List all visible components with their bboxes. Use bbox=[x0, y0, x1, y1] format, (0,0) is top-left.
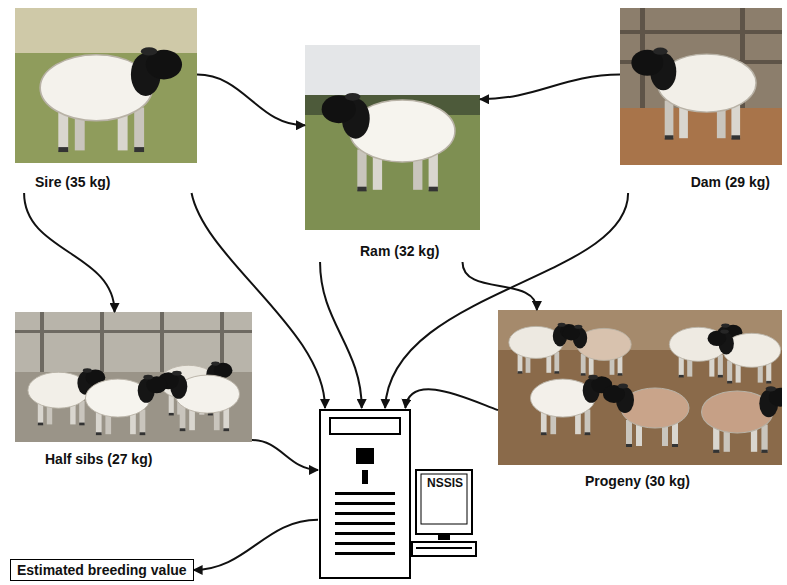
progeny-sheep bbox=[603, 384, 689, 448]
photo-caption: Ram (32 kg) bbox=[360, 242, 439, 260]
fence-bar bbox=[40, 312, 44, 372]
half-sib-sheep bbox=[158, 371, 240, 431]
photo-caption: Dam (29 kg) bbox=[691, 173, 770, 191]
computer-tower bbox=[320, 410, 410, 578]
half-sib-sheep bbox=[85, 375, 167, 435]
flow-arrow bbox=[252, 440, 318, 470]
flow-arrow bbox=[320, 262, 362, 408]
dam-photo bbox=[620, 8, 782, 165]
progeny-photo-node: Progeny (30 kg) bbox=[498, 310, 782, 492]
result-box: Estimated breeding value bbox=[10, 559, 194, 581]
pen-ground bbox=[15, 312, 252, 442]
dirt-ground bbox=[620, 8, 782, 165]
sire-sheep bbox=[40, 47, 182, 152]
vent-line bbox=[335, 542, 395, 545]
computer-monitor bbox=[412, 470, 476, 556]
keyboard-keys bbox=[416, 547, 472, 549]
tower-slot bbox=[362, 470, 368, 484]
power-button bbox=[356, 448, 374, 464]
flow-arrow bbox=[197, 75, 305, 126]
sire-photo-node: Sire (35 kg) bbox=[15, 8, 197, 193]
vent-line bbox=[335, 522, 395, 525]
computer-node: NSSIS bbox=[318, 408, 474, 580]
flow-arrow bbox=[192, 193, 325, 408]
background-field bbox=[15, 8, 197, 53]
monitor-stand bbox=[438, 534, 450, 540]
progeny-sheep bbox=[702, 386, 782, 453]
flow-arrow bbox=[463, 262, 537, 310]
grass-ground bbox=[15, 8, 197, 163]
dirt-ground bbox=[498, 310, 782, 465]
half-sibs-photo bbox=[15, 312, 252, 442]
tower-case bbox=[320, 410, 410, 578]
dam-sheep bbox=[631, 48, 756, 140]
drive-bay bbox=[330, 418, 400, 434]
flow-arrow bbox=[194, 520, 318, 570]
ram-photo-node: Ram (32 kg) bbox=[305, 45, 480, 262]
sire-photo bbox=[15, 8, 197, 163]
ram-sheep bbox=[322, 93, 455, 191]
progeny-sheep bbox=[562, 325, 631, 376]
grass-ground bbox=[305, 45, 480, 230]
flow-arrow bbox=[480, 75, 620, 100]
photo-caption: Half sibs (27 kg) bbox=[45, 450, 152, 468]
vent-line bbox=[335, 532, 395, 535]
photo-caption: Progeny (30 kg) bbox=[585, 472, 690, 490]
flow-arrow bbox=[405, 389, 498, 410]
vent-line bbox=[335, 512, 395, 515]
fence-bar bbox=[100, 312, 104, 372]
keyboard bbox=[412, 542, 476, 556]
dam-photo-node: Dam (29 kg) bbox=[620, 8, 782, 193]
fence-bar bbox=[160, 312, 164, 372]
half-sibs-photo-node: Half sibs (27 kg) bbox=[15, 312, 252, 470]
sky bbox=[305, 45, 480, 100]
progeny-sheep bbox=[708, 329, 781, 383]
flow-arrow bbox=[385, 193, 628, 408]
progeny-photo bbox=[498, 310, 782, 465]
flow-arrow bbox=[24, 193, 114, 312]
vent-line bbox=[335, 552, 395, 555]
screen-label: NSSIS bbox=[416, 476, 474, 490]
fence-rail bbox=[15, 330, 252, 333]
result-label: Estimated breeding value bbox=[17, 561, 187, 579]
vent-line bbox=[335, 492, 395, 495]
photo-caption: Sire (35 kg) bbox=[35, 173, 110, 191]
vent-line bbox=[335, 502, 395, 505]
ram-photo bbox=[305, 45, 480, 230]
progeny-sheep bbox=[530, 375, 612, 435]
